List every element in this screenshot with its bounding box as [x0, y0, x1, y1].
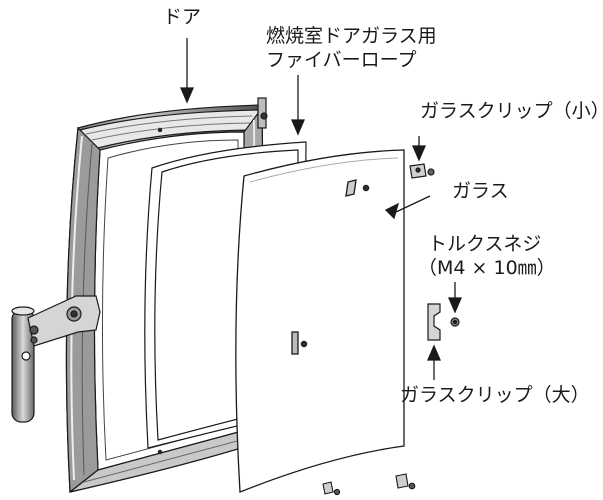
handle-bracket	[27, 295, 101, 347]
label-fiber-rope: 燃焼室ドアガラス用 ファイバーロープ	[266, 24, 437, 72]
arrow-torx-screw	[448, 282, 462, 314]
arrow-glass-clip-large	[427, 344, 441, 380]
label-glass-clip-large: ガラスクリップ（大）	[400, 384, 590, 406]
glass-clip-large-part	[427, 303, 441, 341]
label-fiber-rope-line1: 燃焼室ドアガラス用	[266, 25, 437, 47]
label-fiber-rope-line2: ファイバーロープ	[266, 49, 417, 71]
label-torx-screw-line2: （M4 × 10㎜）	[418, 257, 556, 279]
torx-screw-part	[450, 317, 460, 327]
label-glass-clip-small: ガラスクリップ（小）	[420, 100, 603, 122]
arrow-fiber-rope	[291, 75, 305, 136]
glass-clip-large-on-glass	[291, 331, 308, 355]
arrow-glass-clip-small	[412, 136, 426, 162]
label-torx-screw-line1: トルクスネジ	[428, 233, 542, 255]
glass-panel	[235, 149, 405, 493]
arrow-glass	[384, 195, 431, 220]
label-door: ドア	[163, 6, 202, 28]
label-torx-screw: トルクスネジ （M4 × 10㎜）	[418, 232, 556, 280]
glass-clip-small-on-glass	[345, 179, 370, 197]
label-glass: ガラス	[452, 180, 509, 202]
leader-arrows	[180, 38, 462, 380]
glass-clip-bottom-parts	[322, 473, 416, 496]
glass-clip-small-part	[409, 163, 435, 179]
arrow-door	[180, 38, 194, 104]
door-handle	[11, 295, 101, 423]
